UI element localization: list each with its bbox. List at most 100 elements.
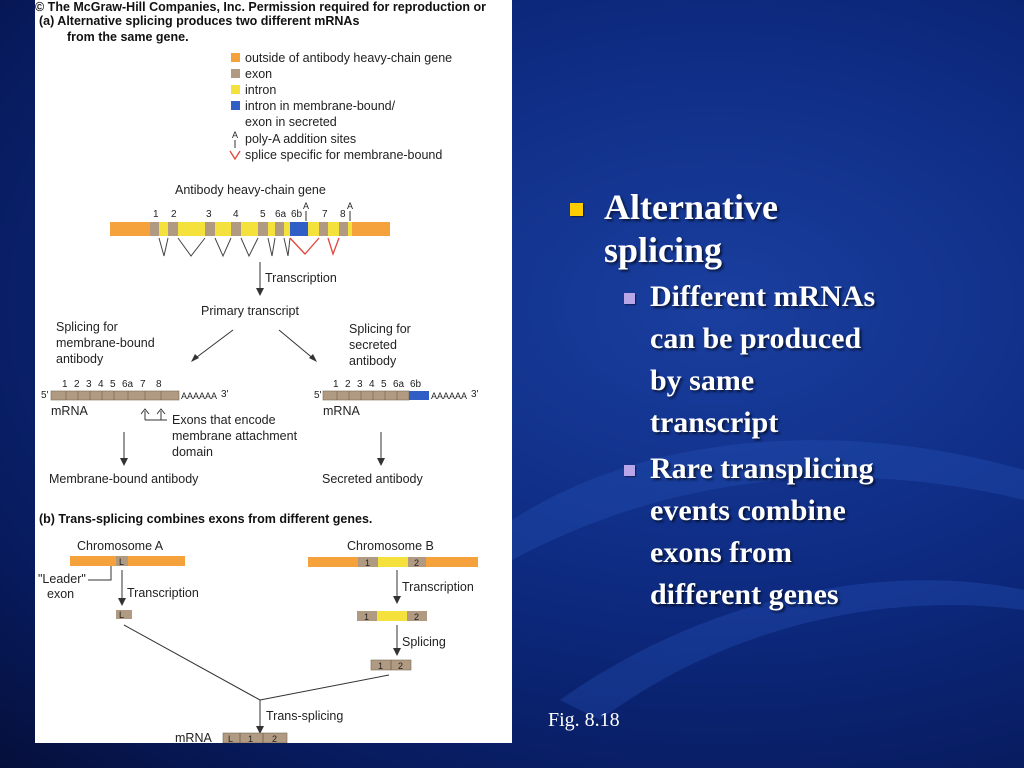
legend-swatch-intron-membrane [231, 101, 240, 110]
main-bullet: Alternative splicing [566, 186, 1006, 272]
splice-lines [283, 237, 291, 257]
legend-intron: intron [245, 83, 276, 97]
splice-secreted-label: Splicing for [349, 322, 411, 336]
leader-label: exon [47, 587, 74, 601]
mrna-label: mRNA [323, 404, 360, 418]
mrna-right-bar [322, 390, 410, 401]
exons-encode-label: membrane attachment [172, 429, 298, 443]
mrna-exon-number: 7 [140, 379, 146, 390]
gene-exon-label: 8 [340, 209, 346, 220]
gene-exon-label: 5 [260, 209, 266, 220]
mrna-exon-number: 6b [410, 379, 422, 390]
sub-bullet-transplicing: Rare transplicing events combine exons f… [566, 448, 1006, 616]
exon-number: 2 [414, 612, 419, 622]
leader-mark: L [119, 610, 124, 620]
part-a-title-line2: from the same gene. [67, 30, 189, 44]
mrna-exon-number: 6a [122, 379, 134, 390]
sub-bullet-line: events combine [650, 494, 846, 527]
chromosome-b-label: Chromosome B [347, 539, 434, 553]
gene-title: Antibody heavy-chain gene [175, 183, 326, 197]
gene-exon [275, 222, 284, 236]
polya-tail: AAAAAA [181, 391, 217, 401]
gene-exon-label: 7 [322, 209, 328, 220]
mrna-exon-number: 8 [156, 379, 162, 390]
mrna-right-dividers [336, 391, 398, 400]
mrna-label: mRNA [51, 404, 88, 418]
leader-transcript [116, 610, 132, 619]
main-bullet-line: splicing [604, 230, 723, 270]
mrna-exon-number: 1 [333, 379, 339, 390]
splice-secreted-label: antibody [349, 354, 397, 368]
mrna-exon-number: 3 [357, 379, 363, 390]
gene-polya-mark: A [347, 201, 353, 211]
splice-secreted-label: secreted [349, 338, 397, 352]
transcription-label: Transcription [402, 580, 474, 594]
trans-splice-line-a [123, 624, 261, 701]
exons-encode-label: domain [172, 445, 213, 459]
gene-labels: 1 2 3 4 5 6a 6b A 7 8 A [153, 201, 353, 221]
mrna-right-6b [409, 391, 429, 400]
gene-exon-label: 4 [233, 209, 239, 220]
arrow-head [393, 596, 401, 604]
exon-number: 1 [378, 661, 383, 671]
exon-1-b [358, 557, 378, 567]
sub-bullet-line: different genes [650, 578, 839, 611]
final-mrna-bar [222, 732, 288, 743]
arrow-head [120, 458, 128, 466]
legend-polya: poly-A addition sites [245, 132, 356, 146]
sub-bullet-line: can be produced [650, 322, 862, 355]
exon-number: 2 [272, 734, 277, 743]
sub-bullet-line: Different mRNAs [650, 280, 876, 313]
mrna-exon-number: 4 [369, 379, 375, 390]
gene-exon [168, 222, 178, 236]
leader-mark: L [228, 734, 233, 743]
legend-swatch-outside [231, 53, 240, 62]
mrna-exon-number: 6a [393, 379, 405, 390]
gene-exon [205, 222, 215, 236]
five-prime: 5' [314, 390, 322, 401]
gene-polya-mark: A [303, 201, 309, 211]
splice-membrane-label: Splicing for [56, 320, 118, 334]
gene-exon-label: 6b [291, 209, 303, 220]
sub-bullet-different-mrnas: Different mRNAs can be produced by same … [566, 276, 1006, 444]
gene-membrane-intron [290, 222, 308, 236]
figure-caption: Fig. 8.18 [548, 709, 620, 731]
sub-bullet-line: Rare transplicing [650, 452, 874, 485]
splice-membrane-label: antibody [56, 352, 104, 366]
legend-intron-membrane: intron in membrane-bound/ [245, 99, 396, 113]
membrane-splice-lines [289, 237, 340, 257]
leader-exon [116, 556, 128, 566]
arrow-head [191, 354, 199, 362]
gene-exon [339, 222, 348, 236]
mrna-left-numbers: 1 2 3 4 5 6a 7 8 [62, 379, 162, 390]
exon-number: 1 [248, 734, 253, 743]
part-b-title: (b) Trans-splicing combines exons from d… [39, 512, 372, 526]
primary-transcript-label: Primary transcript [201, 304, 299, 318]
gene-exon [231, 222, 241, 236]
legend-outside: outside of antibody heavy-chain gene [245, 51, 452, 65]
gene-exon [150, 222, 159, 236]
gene-exon-label: 2 [171, 209, 177, 220]
leader-pointer [88, 566, 112, 581]
final-mrna-label: mRNA [175, 731, 212, 743]
secreted-branch-arrow [278, 329, 316, 361]
mrna-exon-number: 5 [381, 379, 387, 390]
exon-2-transcript [407, 611, 427, 621]
trans-splicing-label: Trans-splicing [266, 709, 343, 723]
three-prime: 3' [471, 389, 479, 400]
trans-splice-line-b [259, 674, 390, 701]
exon-1-transcript [357, 611, 377, 621]
exon-2-b [408, 557, 426, 567]
intron-transcript [377, 611, 407, 621]
mrna-left-dividers [65, 391, 162, 400]
sub-bullet-line: exons from [650, 536, 792, 569]
legend-exon: exon [245, 67, 272, 81]
bullet-square-icon [570, 203, 583, 216]
mrna-exon-number: 2 [74, 379, 80, 390]
transcription-label: Transcription [265, 271, 337, 285]
legend: outside of antibody heavy-chain gene exo… [229, 51, 452, 162]
splicing-label: Splicing [402, 635, 446, 649]
mrna-exon-number: 3 [86, 379, 92, 390]
gene-exon [319, 222, 328, 236]
arrow-head [377, 458, 385, 466]
